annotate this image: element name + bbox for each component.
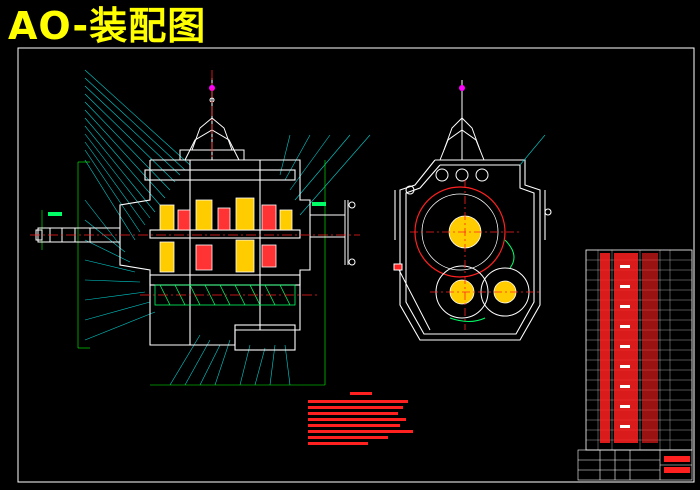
part-leader-lines xyxy=(84,69,371,386)
dimension-lines xyxy=(41,160,326,386)
gearbox-housing xyxy=(119,159,311,351)
side-detail-lever xyxy=(393,263,431,331)
side-leader xyxy=(519,134,546,166)
title-block-stamp xyxy=(664,467,690,473)
drawing-title: AO-装配图 xyxy=(8,4,207,48)
side-housing xyxy=(394,159,552,341)
side-section-view xyxy=(393,80,552,341)
parts-list-markers xyxy=(620,265,630,428)
dimension-tag xyxy=(312,202,326,206)
drawing-frame xyxy=(17,47,695,483)
gear-cluster xyxy=(159,197,293,273)
title-block xyxy=(577,449,693,481)
side-green-arrows xyxy=(449,239,515,322)
parts-list-table xyxy=(585,249,693,451)
title-block-stamp xyxy=(664,456,690,462)
side-shift-tower xyxy=(435,80,489,182)
parts-list-entries xyxy=(600,253,658,443)
front-section-view xyxy=(30,69,371,386)
dimension-tag xyxy=(48,212,62,216)
centerlines xyxy=(30,70,360,296)
side-centerlines xyxy=(410,180,540,330)
side-gears xyxy=(414,186,530,319)
output-flange xyxy=(309,200,356,266)
technical-notes xyxy=(308,392,413,445)
